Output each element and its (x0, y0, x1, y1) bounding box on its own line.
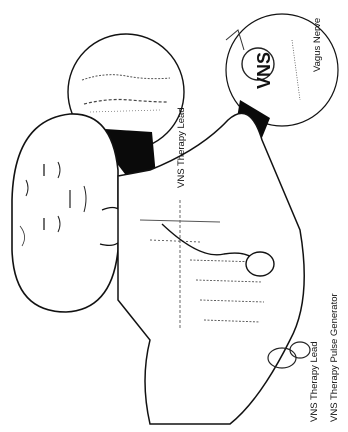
head (12, 114, 124, 312)
vns-device-logo: VNS (254, 52, 275, 89)
therapy-lead-label-lower: VNS Therapy Lead (309, 341, 320, 422)
therapy-lead-label-upper: VNS Therapy Lead (176, 107, 187, 188)
implanted-generator (246, 252, 274, 276)
pulse-generator-label: VNS Therapy Pulse Generator (329, 293, 340, 422)
vagus-nerve-label: Vagus Nerve (312, 18, 323, 72)
